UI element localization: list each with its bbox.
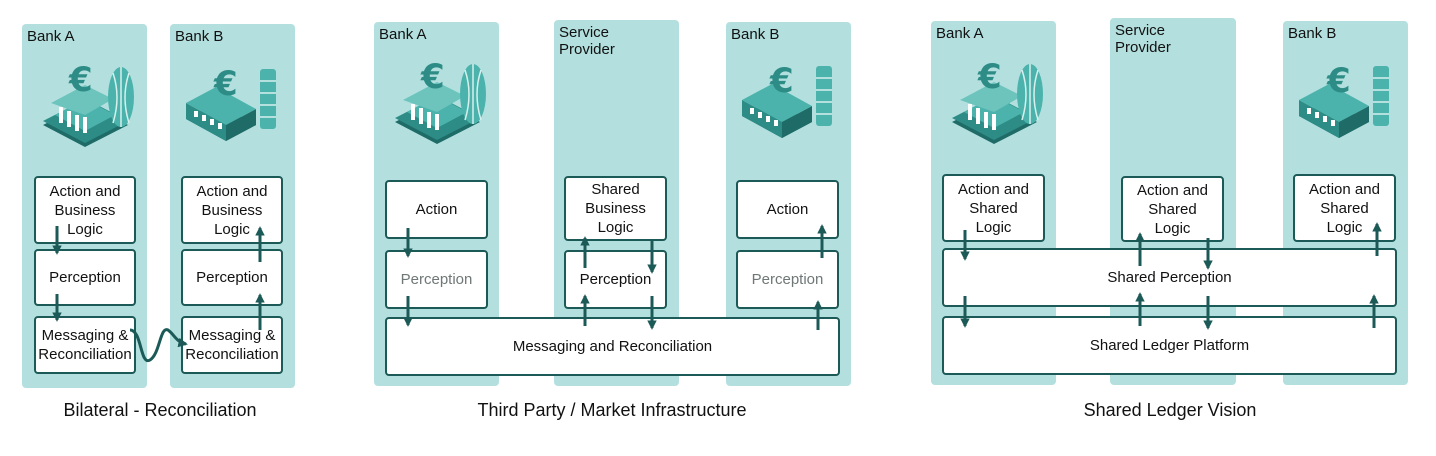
shared-bank-a-action-box: Action and Shared Logic [942,174,1045,242]
shared-ledger-caption: Shared Ledger Vision [1083,400,1257,420]
bilateral-bank-b-action-box: Action and Business Logic [181,176,283,244]
svg-text:€: € [213,64,238,104]
bilateral-bank-b-messaging-box: Messaging & Reconciliation [181,316,283,374]
bilateral-bank-a-perception-box: Perception [34,249,136,306]
bank-leaning-tower-euro-icon: € [736,52,841,157]
third-party-messaging-box: Messaging and Reconciliation [385,317,840,376]
bilateral-caption: Bilateral - Reconciliation [63,400,257,420]
third-party-provider-perception-box: Perception [564,250,667,309]
shared-bank-b-action-box: Action and Shared Logic [1293,174,1396,242]
third-party-bank-a-action-box: Action [385,180,488,239]
shared-provider-action-box: Action and Shared Logic [1121,176,1224,242]
column-label: Service Provider [559,24,615,58]
shared-ledger-platform-box: Shared Ledger Platform [942,316,1397,375]
third-party-bank-b-perception-box: Perception [736,250,839,309]
bilateral-bank-a-messaging-box: Messaging & Reconciliation [34,316,136,374]
bank-gherkin-euro-icon: € [385,52,490,157]
bilateral-bank-a-action-box: Action and Business Logic [34,176,136,244]
third-party-provider-logic-box: Shared Business Logic [564,176,667,241]
third-party-caption: Third Party / Market Infrastructure [477,400,747,420]
column-label: Service Provider [1115,22,1171,56]
column-label: Bank A [379,26,427,43]
svg-text:€: € [68,60,93,100]
svg-text:€: € [769,61,794,101]
bank-gherkin-euro-icon: € [33,55,138,160]
column-label: Bank B [731,26,780,43]
svg-text:€: € [420,57,445,97]
bilateral-bank-b-perception-box: Perception [181,249,283,306]
shared-perception-box: Shared Perception [942,248,1397,307]
column-label: Bank B [175,28,224,45]
bank-leaning-tower-euro-icon: € [1293,52,1398,157]
third-party-bank-a-perception-box: Perception [385,250,488,309]
third-party-bank-b-action-box: Action [736,180,839,239]
bank-gherkin-euro-icon: € [942,52,1047,157]
svg-text:€: € [1326,61,1351,101]
column-label: Bank A [936,25,984,42]
svg-text:€: € [977,57,1002,97]
column-label: Bank B [1288,25,1337,42]
column-label: Bank A [27,28,75,45]
bank-leaning-tower-euro-icon: € [180,55,285,160]
